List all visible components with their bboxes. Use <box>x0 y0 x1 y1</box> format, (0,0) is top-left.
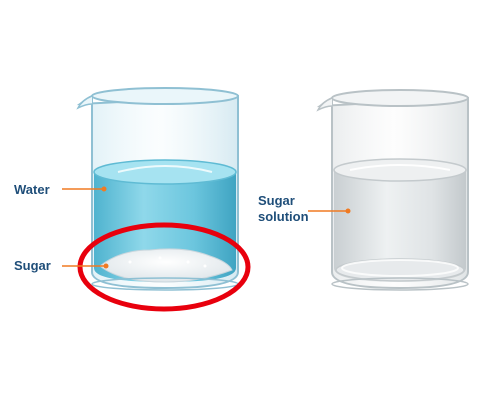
right-beaker-base <box>331 277 469 291</box>
sugar-solution-label-line2: solution <box>258 209 309 224</box>
right-beaker <box>316 89 469 291</box>
solution-surface <box>333 158 467 182</box>
water-surface <box>93 159 237 185</box>
sugar-label: Sugar <box>14 258 51 273</box>
right-beaker-rim <box>331 89 469 107</box>
left-beaker-spout <box>76 95 93 110</box>
left-beaker-rim <box>91 87 239 105</box>
pointer-sugar <box>62 263 109 269</box>
sugar-solution-label: Sugar solution <box>258 193 309 225</box>
highlight-ring <box>77 222 251 312</box>
pointer-solution <box>308 208 351 214</box>
solution-body <box>334 170 466 282</box>
sugar-solution-label-line1: Sugar <box>258 193 295 208</box>
pointer-water <box>62 186 107 192</box>
water-label: Water <box>14 182 50 197</box>
right-beaker-spout <box>316 97 333 112</box>
left-beaker <box>76 87 239 291</box>
sugar-pile <box>99 248 233 283</box>
